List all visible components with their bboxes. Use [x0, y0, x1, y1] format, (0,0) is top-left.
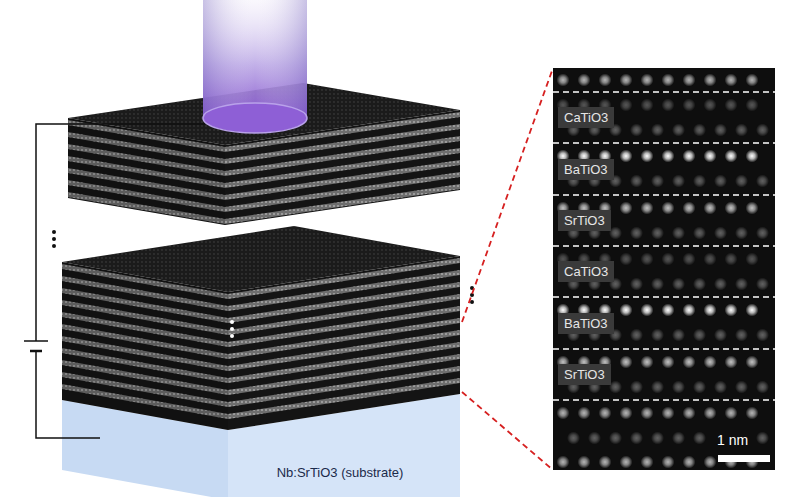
node-text: BaTiO3: [564, 316, 608, 331]
substrate-band: Nb:SrTiO3 (substrate): [273, 463, 408, 482]
atom-columns: [557, 74, 770, 469]
layer-boundary: [553, 142, 775, 144]
scale-bar: [718, 455, 770, 462]
scale-label: 1 nm: [714, 431, 751, 449]
layer-boundary: [553, 245, 775, 247]
ellipsis-dots: [230, 320, 234, 338]
layer-boundary: [553, 348, 775, 350]
light-beam-shading: [203, 0, 307, 118]
circuit-wire: [36, 124, 205, 438]
label-text: 1 nm: [717, 432, 748, 448]
battery-plate: [30, 350, 42, 353]
layer-label: BaTiO3: [558, 313, 614, 334]
ellipsis-dots: [52, 230, 56, 248]
node-text: SrTiO3: [564, 367, 605, 382]
beam-spot: [203, 103, 307, 133]
layer-boundary: [553, 194, 775, 196]
layer-top-face: [62, 226, 460, 292]
layer-label: CaTiO3: [558, 261, 614, 282]
node-text: BaTiO3: [564, 162, 608, 177]
layer-label: SrTiO3: [558, 364, 611, 385]
layer-label: SrTiO3: [558, 210, 611, 231]
layer-boundary: [553, 91, 775, 93]
node-text: SrTiO3: [564, 213, 605, 228]
node-text: CaTiO3: [564, 264, 608, 279]
layer-boundary: [553, 296, 775, 298]
stem-image: [553, 68, 775, 470]
light-beam: [203, 0, 307, 118]
zoom-line: [462, 68, 553, 322]
node-text: CaTiO3: [564, 110, 608, 125]
node-text: Nb:SrTiO3 (substrate): [277, 465, 404, 480]
battery-plate: [24, 340, 48, 342]
layer-label: BaTiO3: [558, 159, 614, 180]
layer-boundary: [553, 399, 775, 401]
layer-label: CaTiO3: [558, 107, 614, 128]
zoom-line: [462, 392, 553, 470]
